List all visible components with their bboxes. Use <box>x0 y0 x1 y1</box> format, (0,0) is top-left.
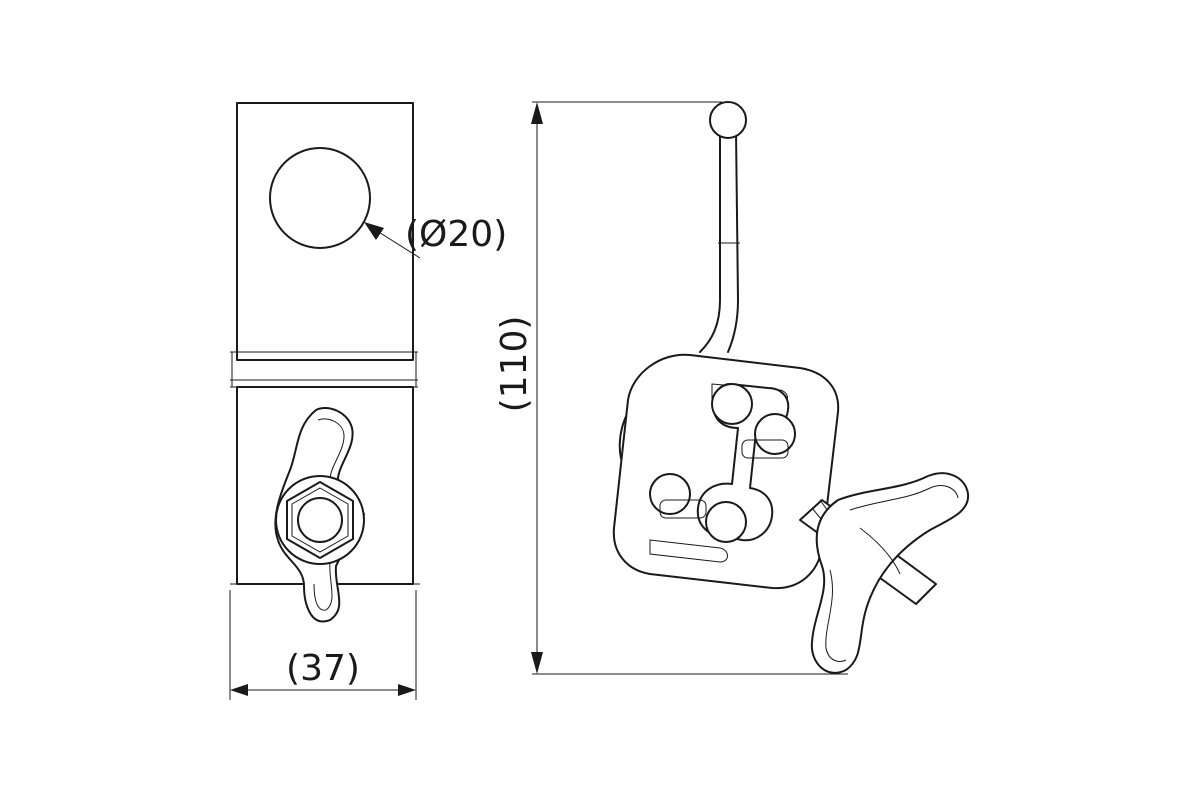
wing-knob-side <box>810 472 970 674</box>
ball-tip <box>709 101 747 139</box>
hole-diameter-leader: (Ø20) <box>364 214 507 259</box>
front-plate-upper <box>236 102 414 361</box>
hole-diameter-label: (Ø20) <box>405 214 507 255</box>
width-label: (37) <box>286 648 360 689</box>
height-label: (110) <box>494 316 535 413</box>
hole-circle <box>269 147 371 249</box>
clamp-body <box>612 353 840 590</box>
side-view: (110) <box>494 101 970 675</box>
wing-nut-front <box>274 407 365 623</box>
height-dimension: (110) <box>494 101 848 675</box>
front-view: (37) (Ø20) <box>229 102 507 700</box>
width-dimension: (37) <box>229 590 417 700</box>
